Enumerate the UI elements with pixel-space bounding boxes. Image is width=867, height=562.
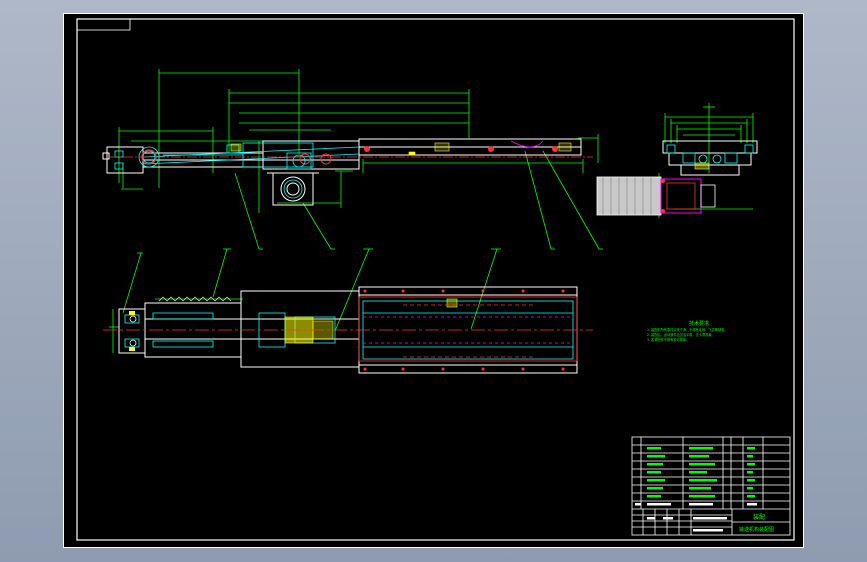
drawing-canvas[interactable]: 技术要求 1. 装配前所有零件清洗干净，不得有毛刺、飞边等缺陷。 2. 装配后，… <box>63 13 804 548</box>
drawing-name: 输送机构装配图 <box>739 526 774 533</box>
drawing-title: 装配 <box>753 513 765 521</box>
motor <box>596 176 716 216</box>
tech-notes-title: 技术要求 <box>689 320 709 327</box>
tech-notes: 技术要求 1. 装配前所有零件清洗干净，不得有毛刺、飞边等缺陷。 2. 装配后，… <box>647 320 728 342</box>
top-view <box>103 248 593 374</box>
inner-frame <box>76 18 795 541</box>
tech-note-1: 1. 装配前所有零件清洗干净，不得有毛刺、飞边等缺陷。 <box>647 327 728 332</box>
drawing-number-box <box>76 18 131 31</box>
front-view <box>102 69 603 250</box>
side-view <box>596 103 758 218</box>
tech-note-3: 3. 各紧固件不得有松动现象。 <box>647 337 689 342</box>
title-block: 装配 输送机构装配图 <box>631 436 791 536</box>
outer-frame <box>63 13 804 548</box>
drawing-sheet[interactable]: 技术要求 1. 装配前所有零件清洗干净，不得有毛刺、飞边等缺陷。 2. 装配后，… <box>63 13 804 548</box>
tech-note-2: 2. 装配后，运动部件应灵活平稳，无卡滞现象。 <box>647 332 715 337</box>
